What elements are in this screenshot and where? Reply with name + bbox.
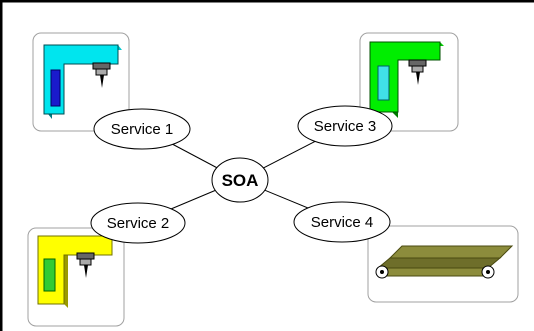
service-node-2: Service 2 [90,202,186,244]
service-label-4: Service 4 [311,214,374,231]
soa-label: SOA [222,171,259,190]
service-node-3: Service 3 [297,105,393,147]
machine-card-3 [359,32,459,132]
machine-card-1 [32,32,130,132]
service-node-4: Service 4 [293,201,391,243]
milling-machine-icon [369,41,444,118]
soa-hub: SOA [211,157,269,203]
service-label-3: Service 3 [314,118,377,135]
milling-machine-icon [43,44,122,119]
service-node-1: Service 1 [93,108,191,150]
machine-card-2 [27,227,125,327]
service-label-1: Service 1 [111,121,174,138]
milling-machine-icon [37,235,116,308]
conveyor-belt-icon [375,245,514,279]
machine-card-4 [367,225,519,303]
service-label-2: Service 2 [107,215,170,232]
